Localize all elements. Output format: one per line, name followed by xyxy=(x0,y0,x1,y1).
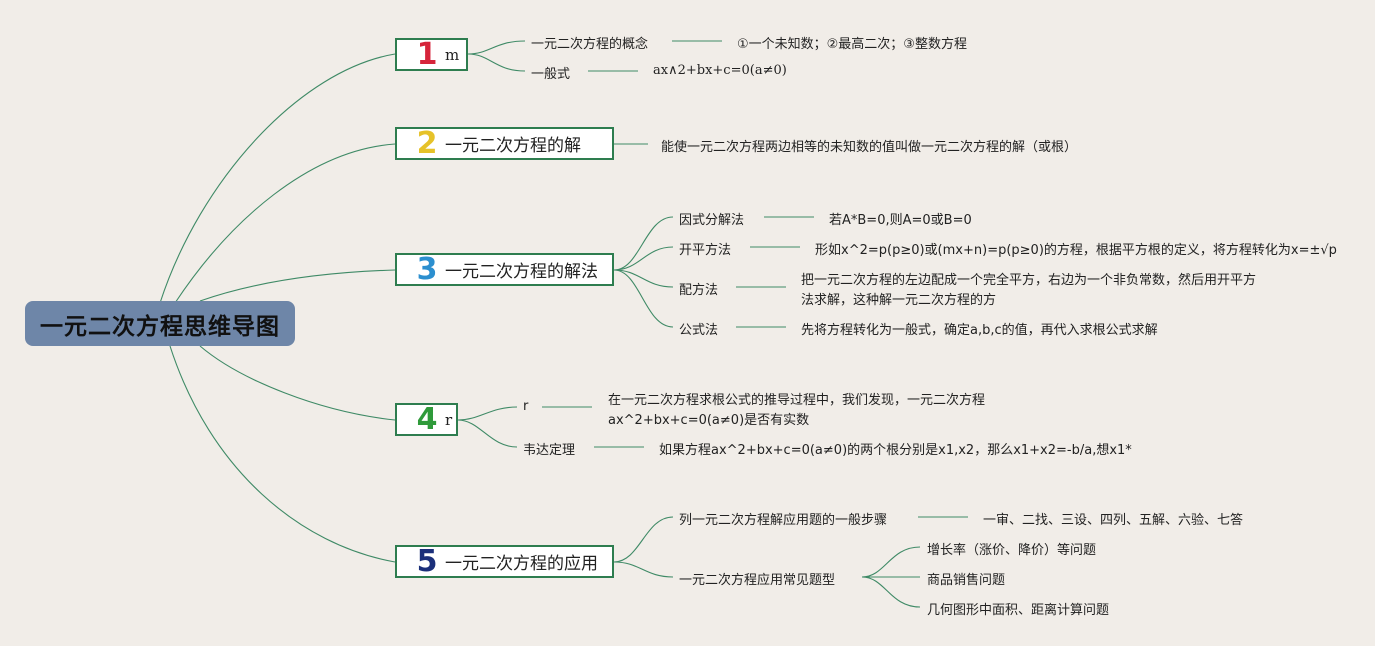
branch-3-factoring-label: 因式分解法 xyxy=(679,213,745,228)
branch-1-number: 1 xyxy=(416,36,438,72)
branch-1-concept-value: ①一个未知数；②最高二次；③整数方程 xyxy=(737,37,967,52)
branch-1-general-form-value: ax∧2+bx+c=0(a≠0) xyxy=(653,63,787,78)
branch-4-vieta-label: 韦达定理 xyxy=(523,443,576,458)
mindmap-title: 一元二次方程思维导图 xyxy=(40,313,280,340)
branch-4-discriminant-label: r xyxy=(523,399,529,414)
branch-3-formula-label: 公式法 xyxy=(679,323,719,338)
branch-1-concept-label: 一元二次方程的概念 xyxy=(531,37,649,52)
branch-4-vieta-value: 如果方程ax^2+bx+c=0(a≠0)的两个根分别是x1,x2，那么x1+x2… xyxy=(659,443,1132,458)
branch-5-type-geometry: 几何图形中面积、距离计算问题 xyxy=(927,603,1110,618)
branch-3-square-root-value: 形如x^2=p(p≥0)或(mx+n)=p(p≥0)的方程，根据平方根的定义，将… xyxy=(815,243,1337,258)
branch-3-completing-square-value-line1: 把一元二次方程的左边配成一个完全平方，右边为一个非负常数，然后用开平方 xyxy=(801,273,1257,288)
branch-3-title: 一元二次方程的解法 xyxy=(445,262,598,282)
branch-5-steps-label: 列一元二次方程解应用题的一般步骤 xyxy=(679,513,888,528)
branch-4-discriminant-value-line1: 在一元二次方程求根公式的推导过程中，我们发现，一元二次方程 xyxy=(608,393,986,408)
branch-2-number: 2 xyxy=(416,125,438,161)
branch-5-number: 5 xyxy=(416,543,438,579)
branch-3-completing-square-value-line2: 法求解，这种解一元二次方程的方 xyxy=(801,293,997,308)
branch-4-discriminant-value-line2: ax^2+bx+c=0(a≠0)是否有实数 xyxy=(608,413,810,428)
branch-4-number: 4 xyxy=(416,401,438,437)
branch-3-number: 3 xyxy=(416,251,438,287)
branch-4-node[interactable]: 4 r xyxy=(395,403,458,436)
branch-3-completing-square-label: 配方法 xyxy=(679,283,719,298)
branch-1-title: m xyxy=(445,45,460,64)
branch-5-type-growth-rate: 增长率（涨价、降价）等问题 xyxy=(927,543,1097,558)
branch-2-definition: 能使一元二次方程两边相等的未知数的值叫做一元二次方程的解（或根） xyxy=(661,140,1078,155)
branch-5-steps-value: 一审、二找、三设、四列、五解、六验、七答 xyxy=(983,513,1244,528)
branch-5-title: 一元二次方程的应用 xyxy=(445,554,598,574)
branch-1-node[interactable]: 1 m xyxy=(395,38,468,71)
branch-5-types-label: 一元二次方程应用常见题型 xyxy=(679,573,836,588)
branch-3-node[interactable]: 3 一元二次方程的解法 xyxy=(395,253,614,286)
branch-5-type-sales: 商品销售问题 xyxy=(927,573,1006,588)
branch-2-node[interactable]: 2 一元二次方程的解 xyxy=(395,127,614,160)
branch-3-formula-value: 先将方程转化为一般式，确定a,b,c的值，再代入求根公式求解 xyxy=(801,323,1158,338)
branch-4-title: r xyxy=(445,410,453,429)
branch-2-title: 一元二次方程的解 xyxy=(445,136,581,156)
branch-5-node[interactable]: 5 一元二次方程的应用 xyxy=(395,545,614,578)
branch-1-general-form-label: 一般式 xyxy=(531,67,571,82)
branch-3-square-root-label: 开平方法 xyxy=(679,243,732,258)
root-node[interactable]: 一元二次方程思维导图 xyxy=(25,301,295,346)
branch-3-factoring-value: 若A*B=0,则A=0或B=0 xyxy=(829,213,972,228)
